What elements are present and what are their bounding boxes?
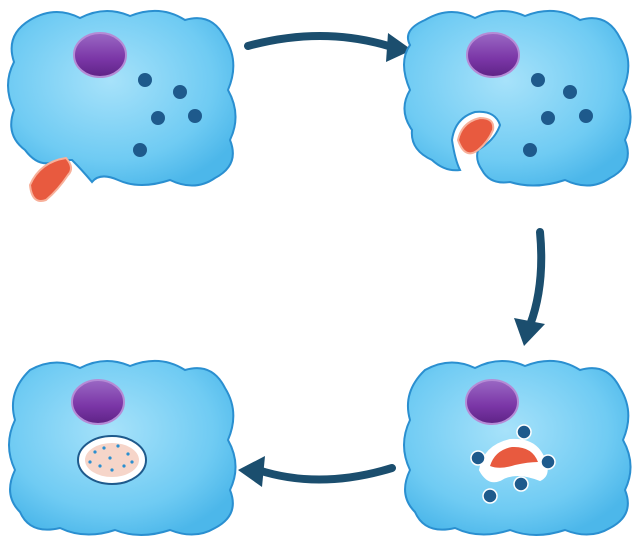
- lysosomes: [523, 73, 593, 157]
- nucleus: [465, 379, 519, 425]
- lysosome: [540, 454, 556, 470]
- particle: [490, 446, 538, 468]
- nucleus: [71, 379, 125, 425]
- stage-approach: [7, 9, 237, 202]
- enzyme-dot: [102, 446, 106, 450]
- stage-digestion: [8, 359, 237, 536]
- lysosome: [133, 143, 147, 157]
- lysosome: [151, 111, 165, 125]
- particle: [456, 116, 495, 155]
- enzyme-dot: [126, 452, 130, 456]
- stage-lysosome-fusion: [403, 359, 632, 536]
- arrow-fusion-to-digestion: [254, 464, 396, 484]
- cell-body: [403, 9, 632, 187]
- arrow-head-fusion-to-digestion: [238, 456, 265, 487]
- digested-particle: [85, 443, 139, 477]
- cell-body: [7, 9, 237, 187]
- arrows: [238, 31, 546, 487]
- lysosome: [513, 476, 529, 492]
- lysosome: [173, 85, 187, 99]
- stage-engulf: [403, 9, 632, 187]
- arrow-approach-to-engulf: [244, 31, 399, 52]
- lysosome: [531, 73, 545, 87]
- lysosome: [563, 85, 577, 99]
- nucleus: [466, 32, 520, 78]
- arrow-engulf-to-fusion: [526, 228, 546, 329]
- enzyme-dot: [122, 464, 126, 468]
- enzyme-dot: [108, 456, 112, 460]
- lysosome: [188, 109, 202, 123]
- nucleus: [73, 32, 127, 78]
- arrow-head-approach-to-engulf: [386, 33, 412, 62]
- lysosome: [579, 109, 593, 123]
- lysosome: [516, 424, 532, 440]
- enzyme-dot: [88, 460, 92, 464]
- enzyme-dot: [110, 468, 114, 472]
- lysosome: [138, 73, 152, 87]
- lysosome: [482, 488, 498, 504]
- enzyme-dot: [98, 464, 102, 468]
- lysosome: [541, 111, 555, 125]
- lysosomes: [470, 424, 556, 504]
- enzyme-dots: [88, 444, 134, 472]
- lysosome: [470, 450, 486, 466]
- enzyme-dot: [93, 450, 97, 454]
- enzyme-dot: [116, 444, 120, 448]
- lysosome: [523, 143, 537, 157]
- particle: [28, 156, 72, 202]
- lysosomes: [133, 73, 202, 157]
- arrow-head-engulf-to-fusion: [514, 318, 545, 346]
- enzyme-dot: [130, 460, 134, 464]
